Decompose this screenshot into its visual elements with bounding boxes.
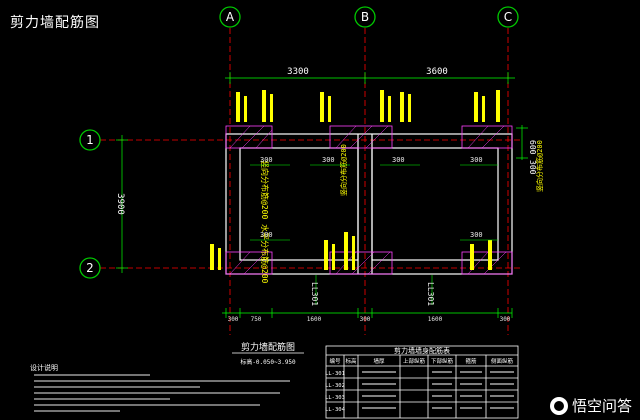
top-dimension [225,72,515,84]
drawing-title: 剪力墙配筋图 [10,15,100,31]
notes-heading: 设计说明 [30,363,58,372]
dim-bottom-1: 750 [251,316,262,323]
bottom-dimension [222,308,513,318]
note-middle-wall: 竖向分布筋@200 [339,144,348,196]
axis-bubble-2 [79,257,101,279]
boundary-hatch [229,125,507,275]
notes-text-lines [34,374,290,412]
watermark: 悟空问答 [549,395,632,416]
dim-inner-3: 300 [392,156,405,164]
bottom-rebar-marks [210,232,492,270]
table-header-6: 侧面纵筋 [491,357,514,365]
dim-height-12: 3900 [115,193,125,215]
table-headers: 编号 标高 墙厚 上部纵筋 下部纵筋 箍筋 侧面纵筋 [329,357,513,365]
axis-label-c: C [504,10,512,24]
dim-inner-5: 300 [260,231,273,239]
axis-label-b: B [361,10,369,24]
dim-span-bc: 3600 [426,67,448,77]
table-header-3: 上部纵筋 [403,357,426,365]
table-cell-text [362,371,514,409]
rebar-table [325,345,519,419]
dim-bottom-0: 300 [228,316,239,323]
dim-right-600: 600 [528,140,537,155]
plan-caption: 剪力墙配筋图 [241,341,295,353]
axis-label-2: 2 [86,261,94,275]
dim-bottom-5: 300 [500,316,511,323]
beam-label-right: LL301 [426,282,435,306]
top-rebar-marks [236,90,500,122]
dim-right-300: 300 [528,160,537,175]
dim-inner-1: 300 [260,156,273,164]
table-row-code: LL-303 [325,395,345,401]
table-row-code: LL-302 [325,383,345,389]
table-header-2: 墙厚 [373,357,385,365]
beam-label-left: LL301 [310,282,319,306]
note-left-wall: 竖向分布筋@200 水平分布筋@200 [260,160,270,284]
dim-inner-4: 300 [470,156,483,164]
axis-bubble-b [354,6,376,28]
inner-dimensions [250,164,498,241]
dim-bottom-4: 1600 [428,316,443,323]
axis-bubble-c [497,6,519,28]
table-row-code: LL-304 [325,407,346,413]
dim-span-ab: 3300 [287,67,309,77]
dim-inner-2: 300 [322,156,335,164]
plan-subcaption: 标高-0.050~3.950 [240,358,296,366]
table-row-code: LL-301 [325,371,345,377]
table-header-4: 下部纵筋 [431,357,454,365]
axis-label-a: A [226,10,235,24]
axis-label-1: 1 [86,133,94,147]
watermark-logo-icon [549,396,568,415]
axis-bubble-a [219,6,241,28]
table-header-5: 箍筋 [465,357,477,365]
watermark-text: 悟空问答 [571,397,632,415]
left-dimension [116,135,128,273]
dim-bottom-3: 300 [360,316,371,323]
right-dimension [516,125,528,160]
table-header-0: 编号 [329,357,341,365]
table-header-1: 标高 [345,357,357,365]
table-title: 剪力墙墙身配筋表 [394,346,450,355]
note-right-wall: 竖向分布筋@200 [535,140,544,192]
axis-bubble-1 [79,129,101,151]
dim-bottom-2: 1600 [307,316,322,323]
dim-inner-6: 300 [470,231,483,239]
boundary-elements [225,125,513,275]
